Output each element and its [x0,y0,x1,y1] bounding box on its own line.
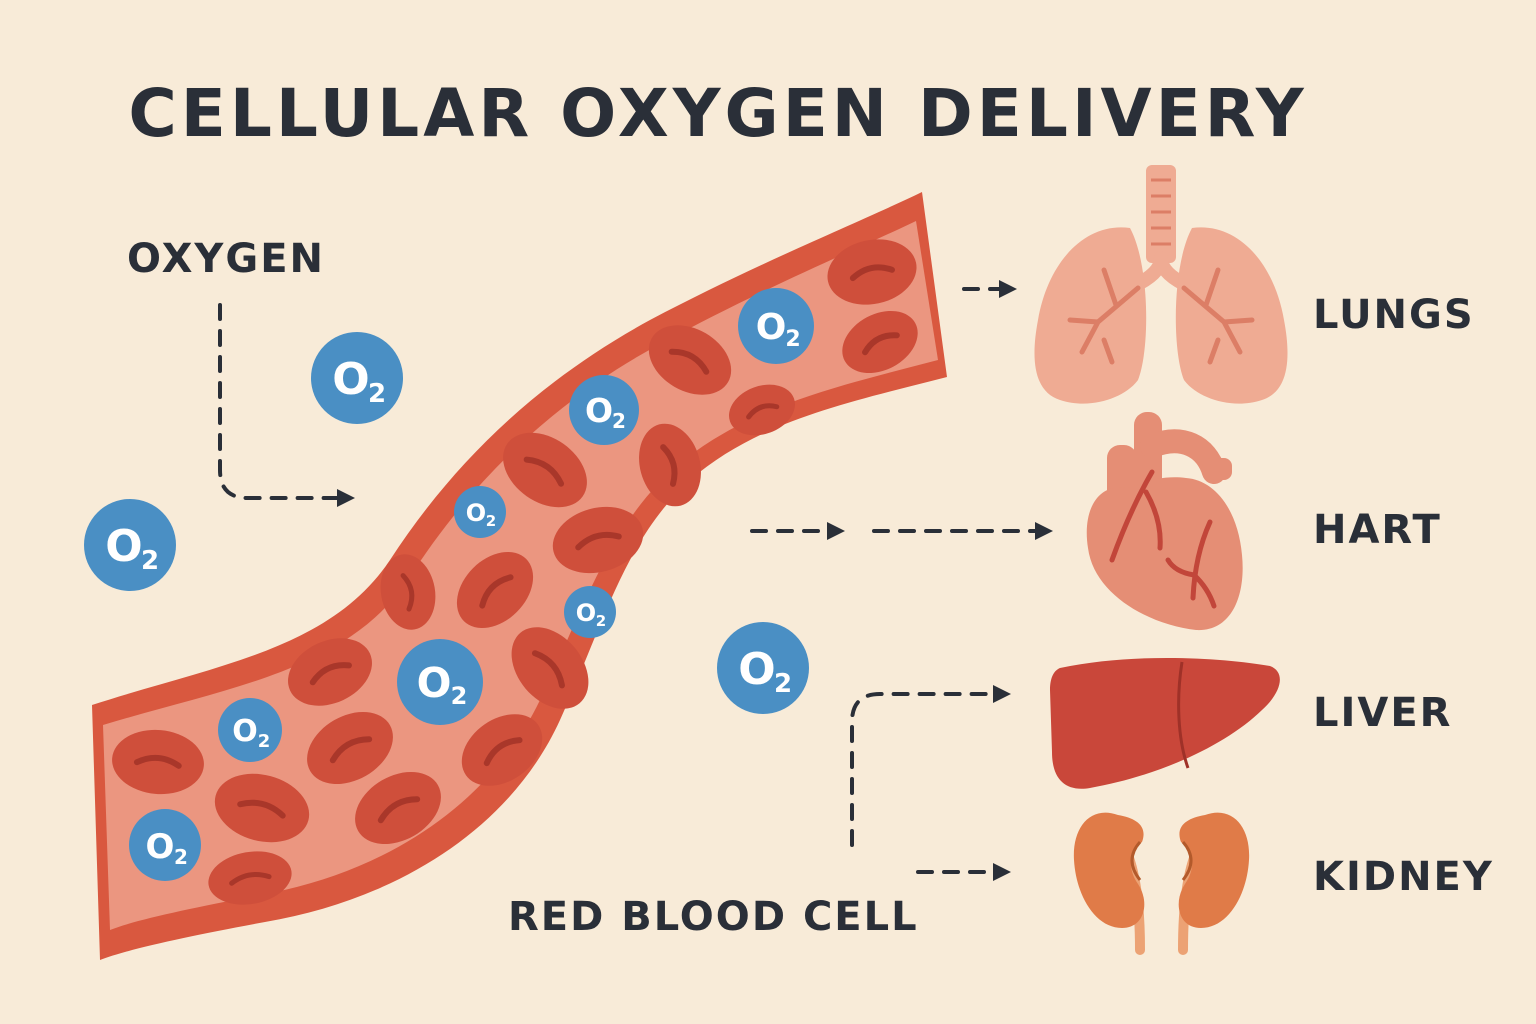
red-blood-cell [456,551,534,629]
oxygen-molecule: O 2 [397,639,483,725]
oxygen-molecule: O 2 [564,586,616,638]
red-blood-cell-label: RED BLOOD CELL [508,894,919,940]
lungs-icon [1034,165,1288,404]
heart-icon [1086,412,1243,631]
red-blood-cell [503,432,587,508]
svg-text:O: O [105,521,142,572]
svg-text:O: O [756,307,787,348]
oxygen-molecule: O 2 [717,622,809,714]
oxygen-molecule: O 2 [218,698,282,762]
red-blood-cell [380,554,436,630]
red-blood-cell [511,627,589,709]
organ-label-kidney: KIDNEY [1313,854,1494,900]
svg-text:O: O [738,644,775,695]
page-title: CELLULAR OXYGEN DELIVERY [128,75,1307,152]
svg-text:O: O [417,659,452,707]
red-blood-cell [288,638,372,706]
red-blood-cell [112,729,204,795]
oxygen-label: OXYGEN [127,236,325,282]
svg-text:O: O [232,714,258,749]
svg-text:O: O [585,391,613,430]
oxygen-molecules: O 2 O 2 O 2 O 2 O 2 O 2 O [84,288,814,881]
oxygen-molecule: O 2 [311,332,403,424]
svg-text:2: 2 [612,409,626,433]
svg-text:2: 2 [785,327,800,352]
red-blood-cell [842,310,918,374]
red-blood-cell [355,771,441,845]
liver-icon [1050,657,1280,789]
svg-text:2: 2 [486,512,496,530]
liver-arrow [850,685,1011,847]
svg-text:O: O [466,499,486,527]
svg-text:O: O [576,599,596,627]
red-blood-cell [552,506,644,574]
red-blood-cell [729,384,795,436]
organ-label-liver: LIVER [1313,690,1452,736]
red-blood-cell [214,773,310,843]
red-blood-cell [639,423,701,507]
red-blood-cell [461,714,543,786]
svg-text:O: O [332,354,369,405]
oxygen-arrow [218,303,355,507]
svg-text:O: O [146,827,175,867]
svg-text:2: 2 [368,379,386,409]
red-blood-cell [648,325,732,395]
kidney-icon [1073,812,1250,955]
red-blood-cell [307,711,393,785]
svg-text:2: 2 [451,682,468,710]
organ-label-heart: HART [1313,507,1442,553]
oxygen-molecule: O 2 [84,499,176,591]
oxygen-molecule: O 2 [129,809,201,881]
flow-arrows [218,280,1053,881]
oxygen-molecule: O 2 [569,375,639,445]
oxygen-molecule: O 2 [738,288,814,364]
svg-text:2: 2 [596,612,606,630]
svg-text:2: 2 [258,731,271,752]
svg-text:2: 2 [174,845,188,869]
red-blood-cell [208,851,292,905]
red-blood-cell [827,239,917,305]
red-blood-cells [112,239,918,905]
oxygen-molecule: O 2 [454,486,506,538]
svg-text:2: 2 [774,669,792,699]
svg-text:2: 2 [141,546,159,576]
organ-label-lungs: LUNGS [1313,292,1475,338]
